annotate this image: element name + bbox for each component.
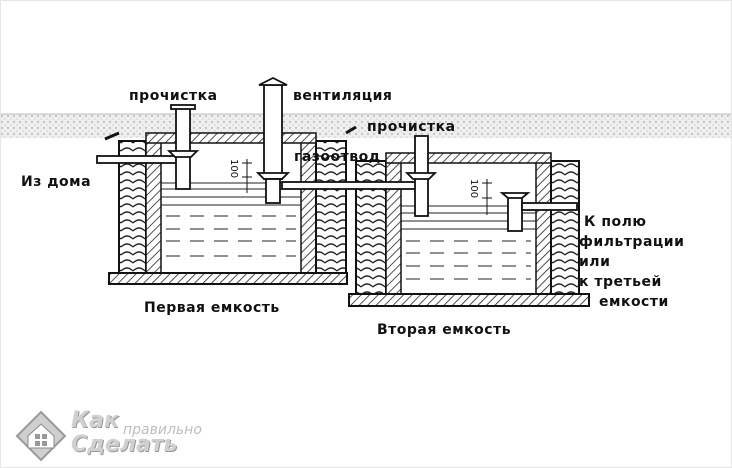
label-outlet-line4: к третьей [579, 274, 662, 290]
pipes [96, 76, 578, 232]
dimension-gap-2: 100 [468, 179, 479, 199]
label-tank-2: Вторая емкость [377, 322, 512, 338]
vent-pipe [263, 84, 283, 180]
site-logo: Как правильно Сделать [13, 406, 228, 464]
label-outlet-line3: или [579, 254, 611, 270]
label-from-house: Из дома [21, 174, 92, 190]
gas-outlet-pipe [281, 181, 418, 190]
label-outlet-line2: фильтрации [579, 234, 685, 250]
dimension-gap-1: 100 [228, 159, 239, 179]
label-cleanout-2: прочистка [367, 119, 456, 135]
label-outlet-line1: К полю [584, 214, 647, 230]
cleanout-pipe-1 [175, 106, 191, 190]
label-gas-outlet: газоотвод [294, 149, 381, 165]
outlet-pipe [507, 195, 523, 232]
logo-text-3: Сделать [71, 432, 178, 457]
label-tank-1: Первая емкость [144, 300, 280, 316]
tank-2 [348, 152, 590, 307]
ground-layer [1, 114, 731, 138]
logo-text-2: правильно [123, 422, 202, 438]
label-cleanout-1: прочистка [129, 88, 218, 104]
label-outlet-line5: емкости [599, 294, 669, 310]
logo-text-1: Как [71, 408, 119, 433]
label-ventilation: вентиляция [293, 88, 393, 104]
inlet-pipe [96, 155, 178, 164]
house-logo-icon [15, 410, 67, 462]
